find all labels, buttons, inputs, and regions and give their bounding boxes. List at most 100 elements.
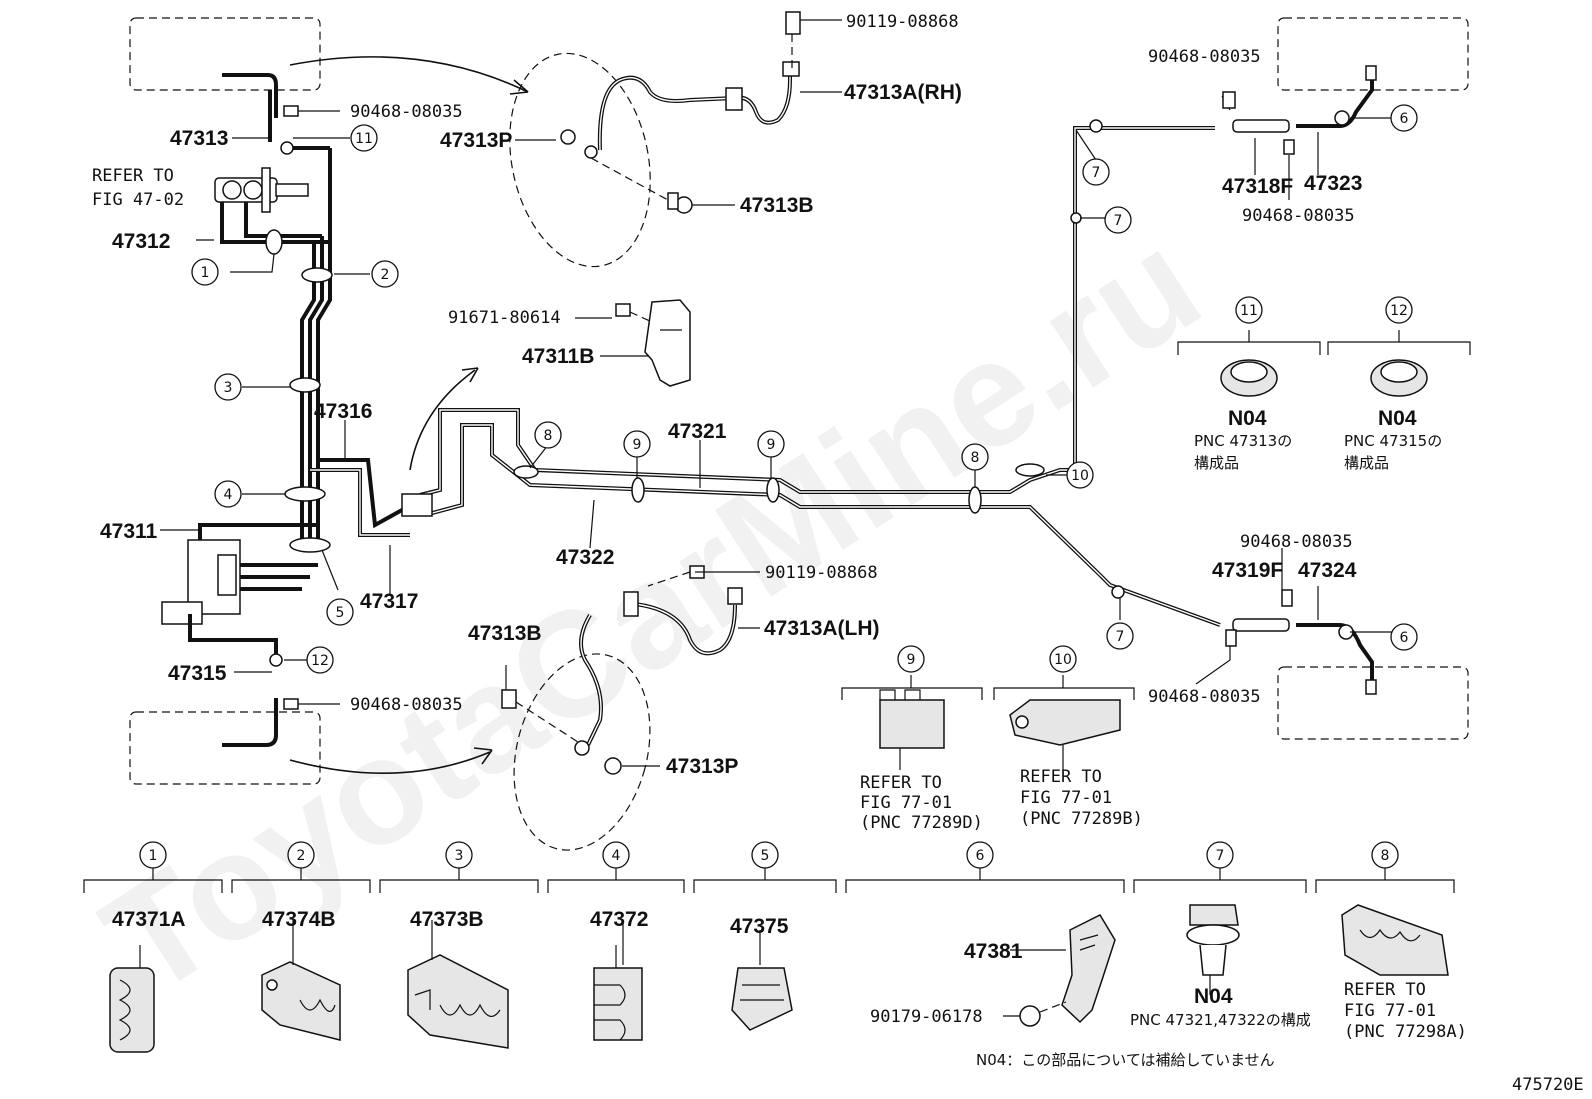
header-callout-10: 10	[1054, 652, 1072, 668]
label-91671-80614: 91671-80614	[448, 308, 561, 328]
label-47313A-LH: 47313A(LH)	[764, 617, 880, 640]
label-47323: 47323	[1304, 172, 1362, 195]
legend-callout-5: 5	[761, 848, 770, 864]
header-callout-12: 12	[1390, 303, 1408, 319]
callout-8a: 8	[544, 428, 553, 444]
callout-5: 5	[336, 605, 345, 621]
figure-id: 475720E	[1512, 1075, 1584, 1095]
label-47313A-RH: 47313A(RH)	[844, 81, 962, 104]
legend-brackets	[83, 868, 1455, 893]
label-n04-11: N04	[1228, 407, 1267, 430]
callout-11: 11	[355, 131, 373, 147]
label-n04-note: N04：この部品については補給していません	[976, 1051, 1275, 1069]
group-12-n04-grommet	[1327, 330, 1471, 397]
label-47311B: 47311B	[522, 345, 594, 368]
label-47313P-bot: 47313P	[666, 755, 738, 778]
label-refer-to-1: REFER TO	[92, 166, 174, 186]
callout-6b: 6	[1400, 630, 1409, 646]
header-callout-11: 11	[1240, 303, 1258, 319]
part-labels: 90119-08868 47313A(RH) 90468-08035 47313…	[92, 12, 1584, 1095]
label-ref9-3: (PNC 77289D)	[860, 813, 983, 833]
legend-callout-1: 1	[149, 848, 158, 864]
label-47311: 47311	[100, 520, 158, 543]
label-47375: 47375	[730, 915, 789, 938]
rear-rh-tubes	[1221, 17, 1469, 200]
clamp-47371A	[109, 945, 155, 1053]
callout-7b: 7	[1114, 213, 1123, 229]
callout-10: 10	[1071, 468, 1089, 484]
label-47381: 47381	[964, 940, 1023, 963]
label-pnc-47315: PNC 47315の	[1344, 432, 1442, 450]
label-90119-08868-top: 90119-08868	[846, 12, 959, 32]
front-wheel-area-top	[129, 17, 529, 118]
label-n04-12: N04	[1378, 407, 1417, 430]
header-callout-9: 9	[907, 652, 916, 668]
label-ref8-3: (PNC 77298A)	[1344, 1022, 1467, 1042]
label-ref8-2: FIG 77-01	[1344, 1001, 1436, 1021]
label-90119-08868-bot: 90119-08868	[765, 563, 878, 583]
label-ref9-1: REFER TO	[860, 773, 942, 793]
label-ref10-2: FIG 77-01	[1020, 788, 1112, 808]
callout-circles: 11 1 2 3 4 5 12 8 9 9 8 10 7 7 7 6 6 11	[139, 104, 1418, 869]
callout-2: 2	[381, 267, 390, 283]
leader-lines	[160, 19, 1396, 1017]
label-fig-47-02: FIG 47-02	[92, 190, 184, 210]
legend-callout-7: 7	[1216, 848, 1225, 864]
callout-4: 4	[224, 487, 233, 503]
label-47317: 47317	[360, 590, 418, 613]
callout-9b: 9	[767, 437, 776, 453]
callout-3: 3	[224, 380, 233, 396]
clamp-47375	[731, 967, 793, 1031]
arrow-to-47311B	[409, 367, 479, 471]
clip-90468-top-left	[268, 90, 340, 142]
clamp-47373B	[407, 954, 509, 1049]
legend-callout-2: 2	[297, 848, 306, 864]
label-ref10-3: (PNC 77289B)	[1020, 809, 1143, 829]
rear-lh-tubes	[1195, 589, 1469, 740]
legend-callout-4: 4	[612, 848, 621, 864]
flex-hose-lh-assembly	[501, 565, 743, 851]
legend-callout-6: 6	[976, 848, 985, 864]
front-wheel-area-bottom	[129, 698, 493, 785]
label-47322: 47322	[556, 546, 614, 569]
label-n04-bottom: N04	[1194, 985, 1233, 1008]
group-11-n04-grommet	[1177, 330, 1321, 397]
label-47321: 47321	[668, 420, 727, 443]
callout-1: 1	[201, 265, 210, 281]
label-90468-08035-a: 90468-08035	[350, 102, 463, 122]
label-47312: 47312	[112, 230, 170, 253]
label-47318F: 47318F	[1222, 175, 1293, 198]
label-90179-06178: 90179-06178	[870, 1007, 983, 1027]
group-10-clamp	[993, 675, 1135, 770]
clip-47381	[1010, 914, 1116, 1027]
legend-callout-3: 3	[455, 848, 464, 864]
label-47313: 47313	[170, 127, 228, 150]
label-47313P-top: 47313P	[440, 129, 512, 152]
callout-9a: 9	[633, 437, 642, 453]
label-47372: 47372	[590, 908, 648, 931]
callout-6a: 6	[1400, 111, 1409, 127]
callout-7c: 7	[1116, 629, 1125, 645]
label-pnc-47313: PNC 47313の	[1194, 432, 1292, 450]
label-kouseihin-11: 構成品	[1194, 454, 1239, 472]
label-90468-08035-b: 90468-08035	[350, 695, 463, 715]
callout-8b: 8	[971, 450, 980, 466]
flex-hose-rh-assembly	[509, 11, 801, 268]
label-47313B-top: 47313B	[740, 194, 814, 217]
label-47373B: 47373B	[410, 908, 484, 931]
callout-12: 12	[311, 653, 329, 669]
group-9-clamp	[841, 675, 983, 770]
label-ref9-2: FIG 77-01	[860, 793, 952, 813]
label-kouseihin-12: 構成品	[1344, 454, 1389, 472]
label-90468-08035-r4: 90468-08035	[1148, 687, 1261, 707]
clamp-47372	[593, 945, 643, 1041]
label-90468-08035-r3: 90468-08035	[1240, 532, 1353, 552]
label-47319F: 47319F	[1212, 559, 1283, 582]
label-90468-08035-r1: 90468-08035	[1148, 47, 1261, 67]
master-cylinder-and-tubes	[161, 141, 421, 667]
label-47313B-bot: 47313B	[468, 622, 542, 645]
label-47371A: 47371A	[112, 908, 186, 931]
label-47316: 47316	[314, 400, 372, 423]
clip-n04-push-rivet	[1186, 904, 1240, 976]
